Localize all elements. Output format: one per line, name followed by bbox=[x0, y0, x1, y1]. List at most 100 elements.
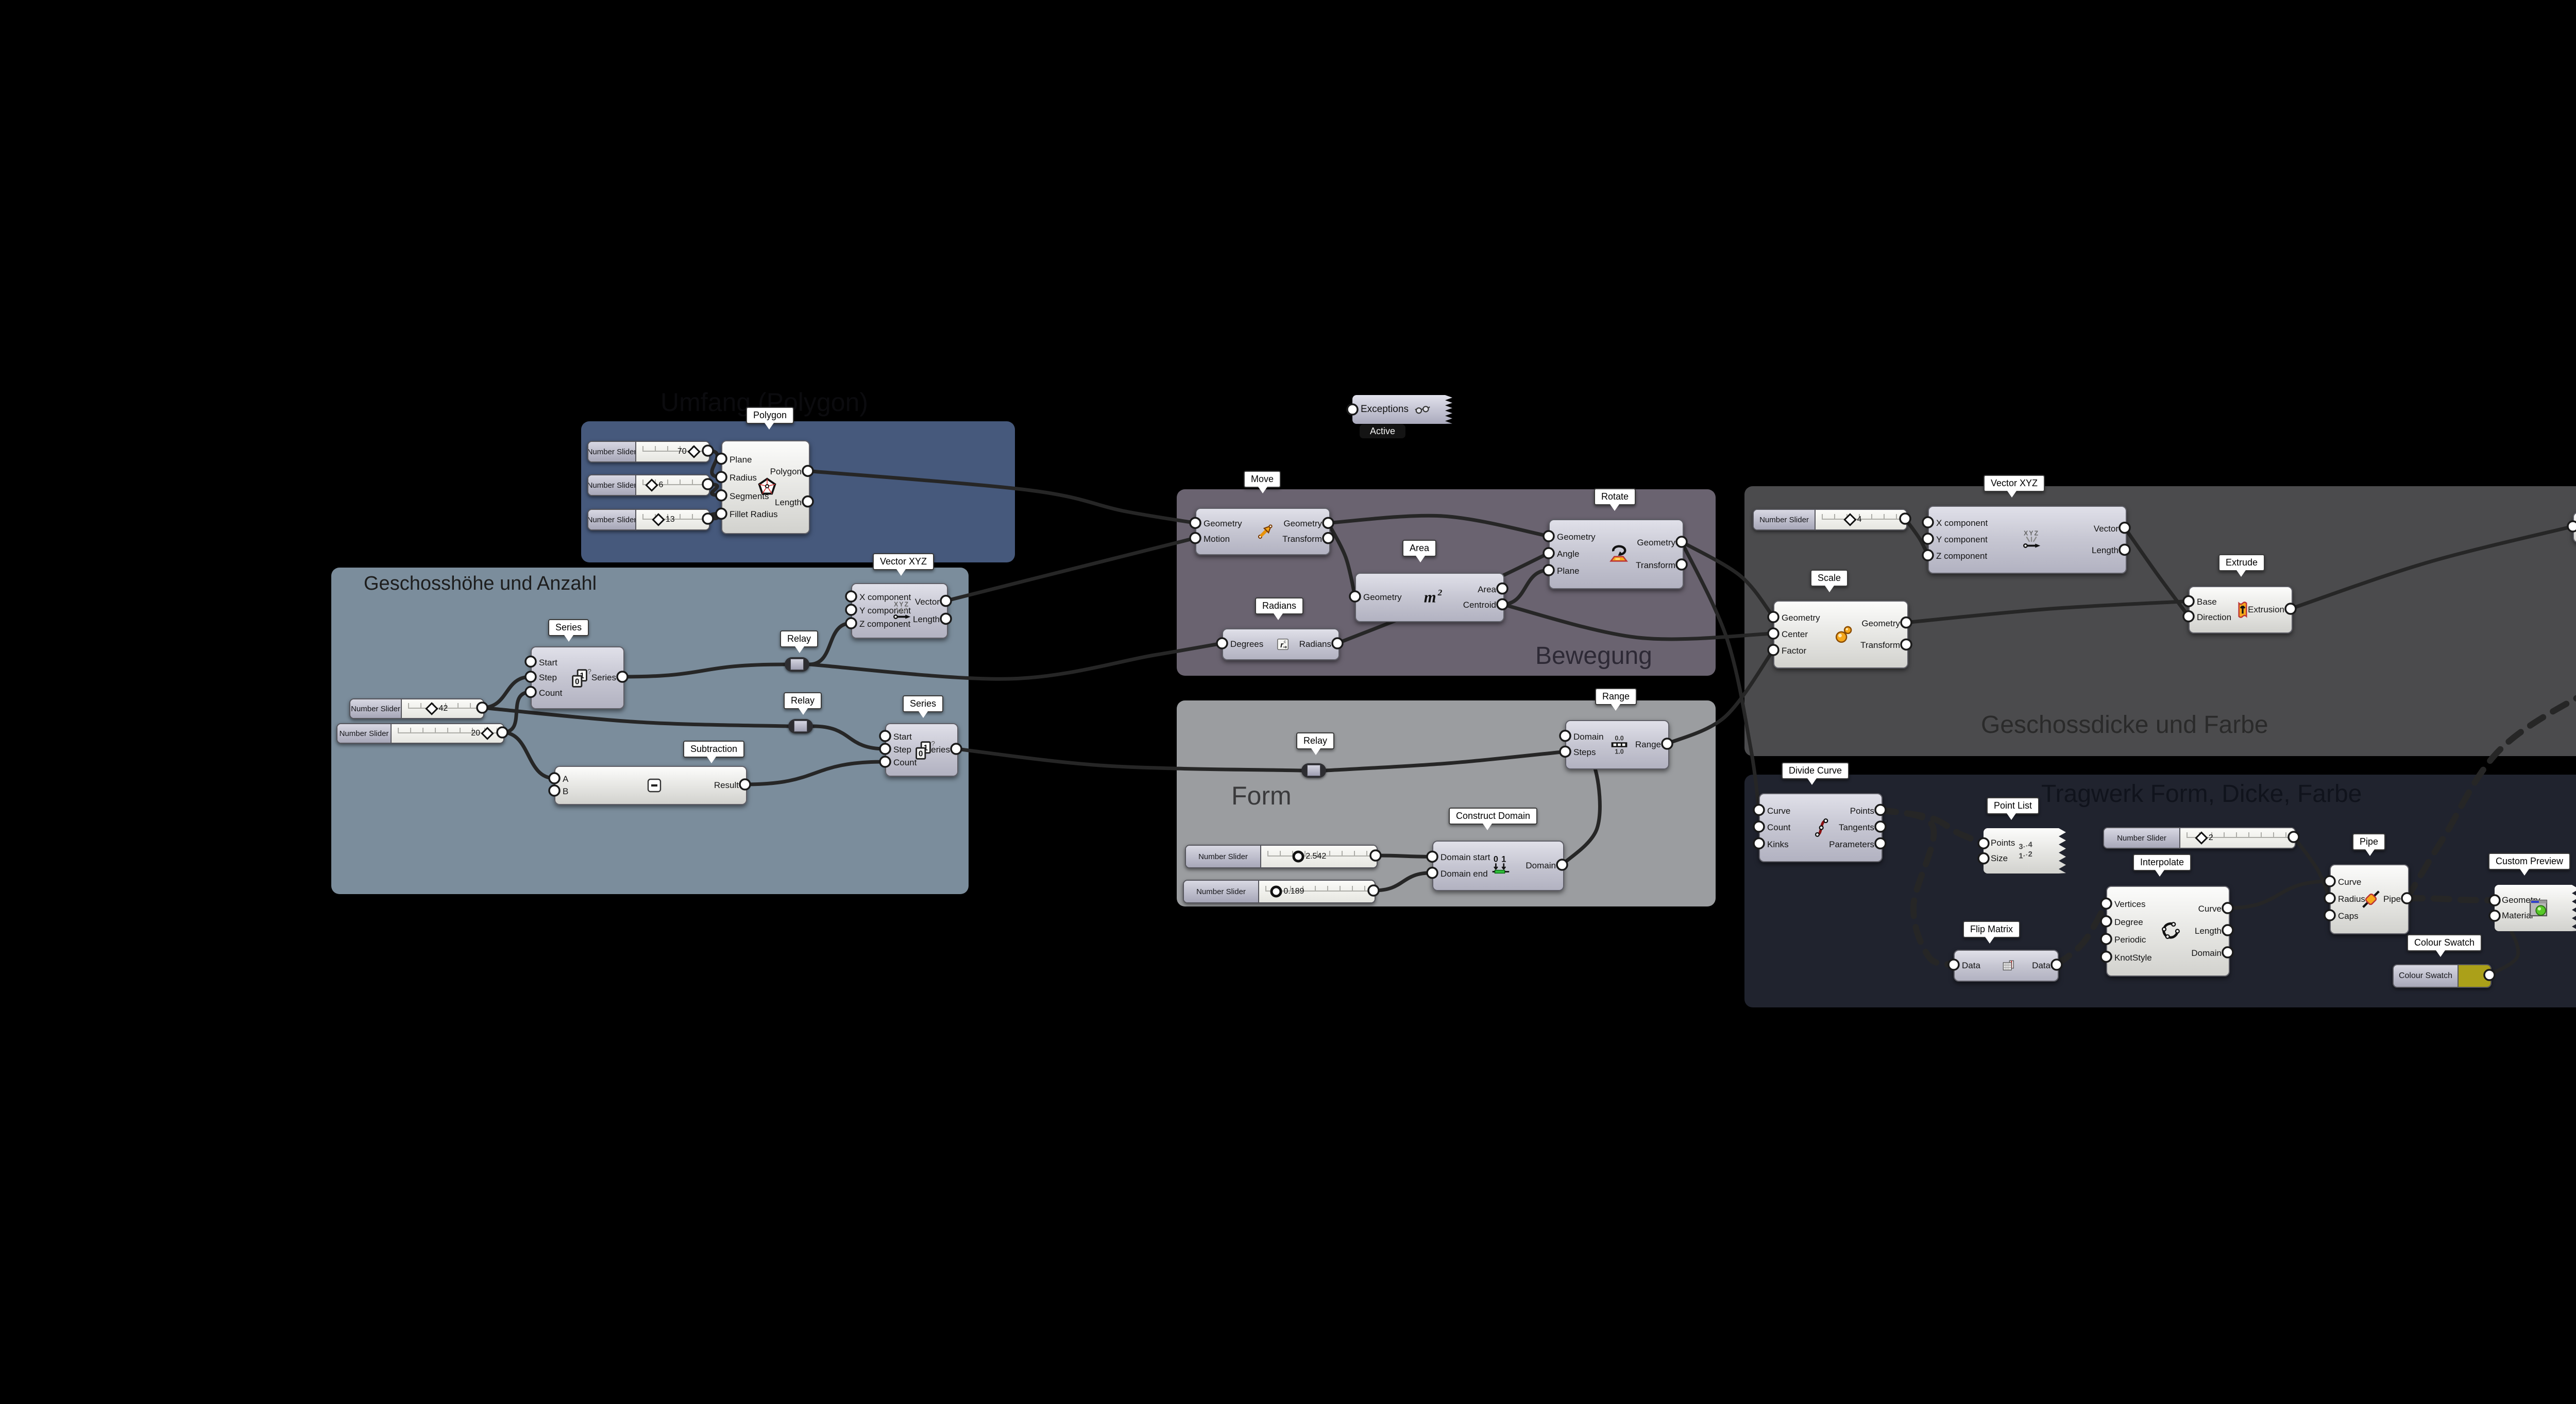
port-polygon[interactable] bbox=[715, 471, 727, 483]
wire-move-to-area[interactable] bbox=[1326, 521, 1357, 598]
port-interpolate[interactable] bbox=[2100, 950, 2112, 963]
port-interpolate[interactable] bbox=[2222, 902, 2234, 914]
wire-slider-20-to-subtraction[interactable] bbox=[500, 730, 556, 780]
port-interpolate[interactable] bbox=[2100, 915, 2112, 928]
port-slider-2[interactable] bbox=[2287, 831, 2300, 843]
wire-vector-xyz-1-to-move[interactable] bbox=[944, 536, 1197, 603]
port-slider-70[interactable] bbox=[702, 444, 714, 457]
port-vector-xyz-1[interactable] bbox=[940, 612, 952, 625]
wire-slider-0189-to-construct-domain[interactable] bbox=[1371, 871, 1434, 893]
port-divide-curve[interactable] bbox=[1874, 803, 1887, 816]
port-cap-holes[interactable] bbox=[2567, 520, 2576, 533]
port-move[interactable] bbox=[1322, 517, 1334, 529]
port-radians[interactable] bbox=[1216, 637, 1228, 649]
port-series-2[interactable] bbox=[879, 730, 891, 742]
port-series-1[interactable] bbox=[616, 671, 629, 683]
port-flip-matrix[interactable] bbox=[1947, 958, 1960, 971]
wire-subtraction-to-series-2[interactable] bbox=[743, 760, 887, 786]
relay-body[interactable] bbox=[790, 659, 804, 670]
wire-series-1-to-relay-1[interactable] bbox=[620, 662, 787, 679]
port-series-2[interactable] bbox=[950, 743, 962, 755]
port-vector-xyz-1[interactable] bbox=[845, 590, 857, 603]
port-divide-curve[interactable] bbox=[1753, 803, 1765, 816]
port-rotate[interactable] bbox=[1543, 547, 1555, 559]
node-relay-3[interactable] bbox=[1301, 763, 1326, 778]
port-subtraction[interactable] bbox=[739, 778, 751, 791]
port-vector-xyz-1[interactable] bbox=[940, 594, 952, 607]
wire-slider-20-to-series-1[interactable] bbox=[500, 690, 533, 734]
port-move[interactable] bbox=[1322, 532, 1334, 544]
port-polygon[interactable] bbox=[802, 495, 814, 508]
wire-divide-curve-to-flip-matrix[interactable] bbox=[1877, 807, 1957, 968]
port-construct-domain[interactable] bbox=[1556, 859, 1568, 871]
slider-track[interactable]: 6 bbox=[636, 475, 709, 495]
port-area[interactable] bbox=[1496, 582, 1509, 595]
wire-relay-1-to-radians[interactable] bbox=[807, 641, 1224, 681]
port-slider-2542[interactable] bbox=[1369, 849, 1382, 862]
port-vector-xyz-2[interactable] bbox=[1922, 533, 1934, 545]
port-scale[interactable] bbox=[1767, 627, 1780, 640]
slider-track[interactable]: 4 bbox=[1816, 510, 1906, 529]
relay-body[interactable] bbox=[1307, 765, 1320, 776]
wire-pipe-to-custom-preview-2[interactable] bbox=[2404, 895, 2498, 903]
port-custom-preview-2[interactable] bbox=[2488, 894, 2501, 906]
port-interpolate[interactable] bbox=[2100, 897, 2112, 910]
wire-relay-3-to-range[interactable] bbox=[1324, 749, 1567, 773]
port-extrude[interactable] bbox=[2182, 610, 2195, 623]
wire-slider-2542-to-construct-domain[interactable] bbox=[1374, 853, 1434, 859]
port-extrude[interactable] bbox=[2284, 603, 2297, 615]
wire-slider-42-to-relay-2[interactable] bbox=[480, 706, 790, 728]
port-subtraction[interactable] bbox=[548, 784, 561, 797]
relay-body[interactable] bbox=[794, 721, 807, 732]
slider-grip[interactable] bbox=[1270, 885, 1282, 898]
slider-track[interactable]: 70 bbox=[636, 442, 709, 461]
port-range[interactable] bbox=[1559, 745, 1571, 758]
node-exceptions[interactable]: Exceptions bbox=[1352, 395, 1452, 424]
wire-interpolate-to-pipe[interactable] bbox=[2226, 879, 2332, 910]
port-pipe[interactable] bbox=[2401, 892, 2413, 904]
port-construct-domain[interactable] bbox=[1426, 850, 1438, 863]
wire-flip-matrix-to-interpolate[interactable] bbox=[2054, 900, 2109, 968]
port-polygon[interactable] bbox=[715, 507, 727, 520]
port-exceptions[interactable] bbox=[1346, 403, 1359, 416]
slider-track[interactable]: 13 bbox=[636, 510, 709, 529]
port-range[interactable] bbox=[1559, 729, 1571, 742]
port-vector-xyz-2[interactable] bbox=[1922, 549, 1934, 561]
slider-grip[interactable] bbox=[1292, 850, 1304, 863]
port-slider-20[interactable] bbox=[496, 726, 509, 739]
port-radians[interactable] bbox=[1331, 637, 1344, 649]
slider-track[interactable]: 2.542 bbox=[1261, 846, 1377, 867]
port-construct-domain[interactable] bbox=[1426, 866, 1438, 879]
slider-track[interactable]: 20 bbox=[392, 724, 503, 743]
port-scale[interactable] bbox=[1900, 616, 1912, 629]
wire-series-2-to-relay-3[interactable] bbox=[954, 747, 1303, 773]
port-area[interactable] bbox=[1349, 590, 1361, 603]
wire-area-to-rotate[interactable] bbox=[1500, 568, 1551, 606]
port-polygon[interactable] bbox=[715, 489, 727, 502]
port-extrude[interactable] bbox=[2182, 595, 2195, 608]
port-slider-6[interactable] bbox=[702, 478, 714, 490]
slider-track[interactable]: 0.189 bbox=[1259, 881, 1375, 902]
port-move[interactable] bbox=[1189, 532, 1201, 544]
wire-range-to-scale[interactable] bbox=[1665, 648, 1775, 746]
